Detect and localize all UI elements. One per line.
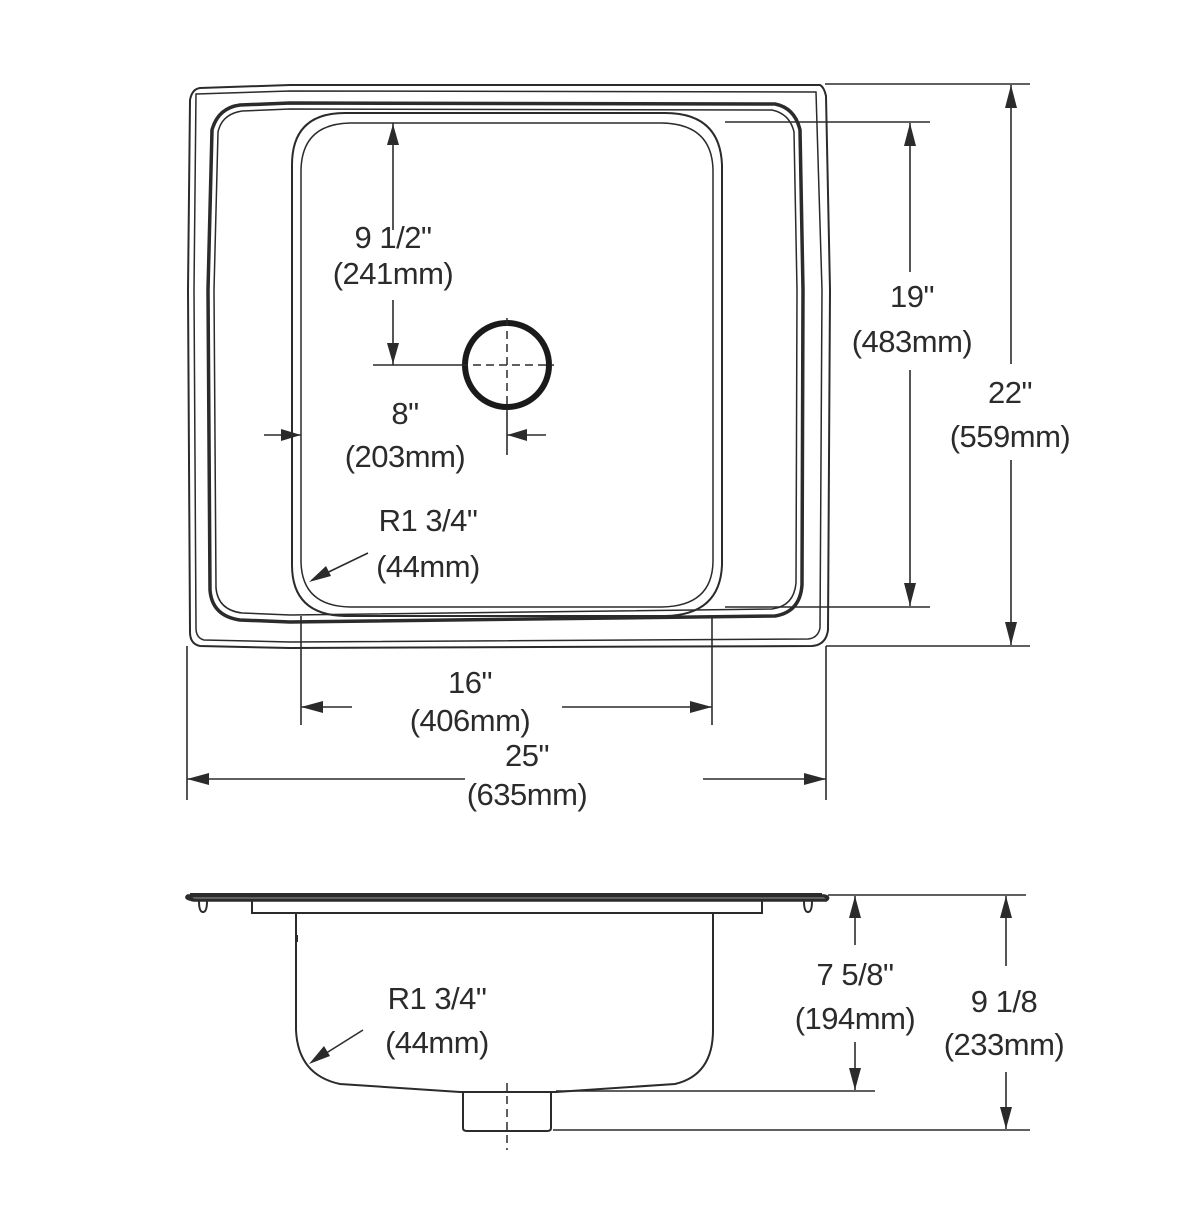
bowl-outline [291, 112, 723, 617]
side-bowl [295, 913, 714, 1093]
top-view: 9 1/2" (241mm) 8" (203mm) R1 3/4" (44mm)… [186, 83, 1071, 812]
outer-rim [186, 84, 832, 650]
dim-top-corner-radius-imperial: R1 3/4" [379, 503, 478, 538]
dim-drain-from-top-metric: (241mm) [333, 256, 454, 291]
inner-rim [206, 101, 805, 624]
dim-bowl-width-imperial: 16" [448, 665, 492, 700]
dim-overall-length-metric: (559mm) [950, 419, 1071, 454]
dim-overall-length-imperial: 22" [988, 375, 1032, 410]
dim-bowl-length-metric: (483mm) [852, 324, 973, 359]
side-drain-tailpiece [462, 1092, 552, 1132]
dim-overall-width-imperial: 25" [505, 738, 549, 773]
dim-bowl-depth-metric: (194mm) [795, 1001, 916, 1036]
dim-overall-width-metric: (635mm) [467, 777, 588, 812]
dim-bowl-depth-imperial: 7 5/8" [817, 957, 894, 992]
dim-top-corner-radius-metric: (44mm) [376, 549, 480, 584]
side-deck [185, 894, 830, 902]
dim-side-corner-radius-imperial: R1 3/4" [388, 981, 487, 1016]
dim-drain-from-left-imperial: 8" [391, 396, 418, 431]
dim-bowl-width-metric: (406mm) [410, 703, 531, 738]
dim-drain-from-top-imperial: 9 1/2" [355, 220, 432, 255]
dim-drain-from-left-metric: (203mm) [345, 439, 466, 474]
dim-overall-depth-metric: (233mm) [944, 1027, 1065, 1062]
dim-overall-depth-imperial: 9 1/8 [971, 984, 1037, 1019]
dim-bowl-length-imperial: 19" [890, 279, 934, 314]
side-view: R1 3/4" (44mm) 7 5/8" (194mm) 9 1/8 (233… [185, 893, 1065, 1150]
side-flange [251, 899, 763, 914]
dim-side-corner-radius-metric: (44mm) [385, 1025, 489, 1060]
